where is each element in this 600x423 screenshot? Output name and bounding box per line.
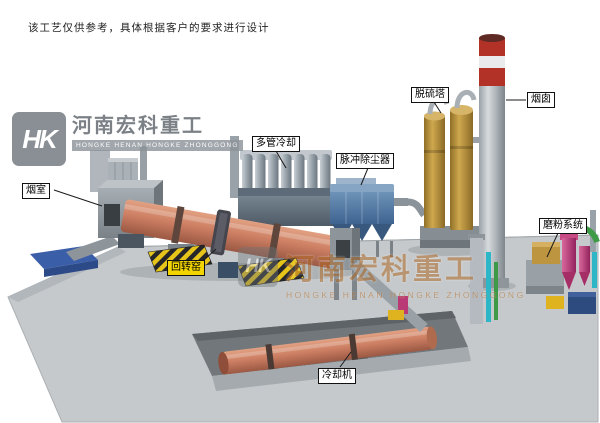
label-rotary-kiln: 回转窑 (167, 260, 205, 276)
watermark-company-en: HONGKE HENAN HONGKE ZHONGGONG (286, 290, 526, 300)
label-grinding-system: 磨粉系统 (539, 218, 587, 234)
rotary-kiln (120, 199, 343, 270)
label-cooling-machine: 冷却机 (318, 368, 356, 384)
watermark-logo: HK 河南宏科重工 HONGKE HENAN HONGKE ZHONGGONG (12, 112, 243, 166)
chute-accent-yellow (388, 310, 404, 320)
watermark-company-en: HONGKE HENAN HONGKE ZHONGGONG (72, 140, 243, 151)
watermark-company-cn: 河南宏科重工 (72, 115, 204, 137)
multi-tube-cooler (230, 136, 334, 226)
desulfurization-towers (420, 90, 482, 248)
transfer-chute (350, 259, 428, 333)
grinding-system (526, 210, 600, 314)
watermark-company-cn: 河南宏科重工 (285, 254, 478, 286)
label-smoke-chamber: 烟室 (22, 183, 50, 199)
kiln-drive-unit (118, 234, 144, 248)
bucket-elevator (468, 234, 498, 324)
feed-conveyor (66, 236, 120, 261)
hk-monogram-icon: HK (12, 112, 66, 166)
label-pulse-dust-collector: 脉冲除尘器 (336, 153, 394, 169)
label-multi-tube-cooler: 多管冷却 (252, 136, 300, 152)
watermark-center: HK 河南宏科重工 HONGKE HENAN HONGKE ZHONGGONG (238, 246, 526, 300)
cooling-machine (218, 326, 437, 375)
pulse-dust-collector (330, 178, 427, 257)
kiln-support-station-2 (218, 257, 305, 287)
callout-lines (53, 99, 559, 368)
chimney (475, 34, 509, 288)
label-desulfurization-tower: 脱硫塔 (411, 87, 449, 103)
disclaimer-text: 该工艺仅供参考，具体根据客户的要求进行设计 (28, 22, 270, 34)
hk-monogram-icon: HK (238, 247, 278, 287)
chute-accent-magenta (398, 296, 408, 314)
label-chimney: 烟囱 (527, 92, 555, 108)
